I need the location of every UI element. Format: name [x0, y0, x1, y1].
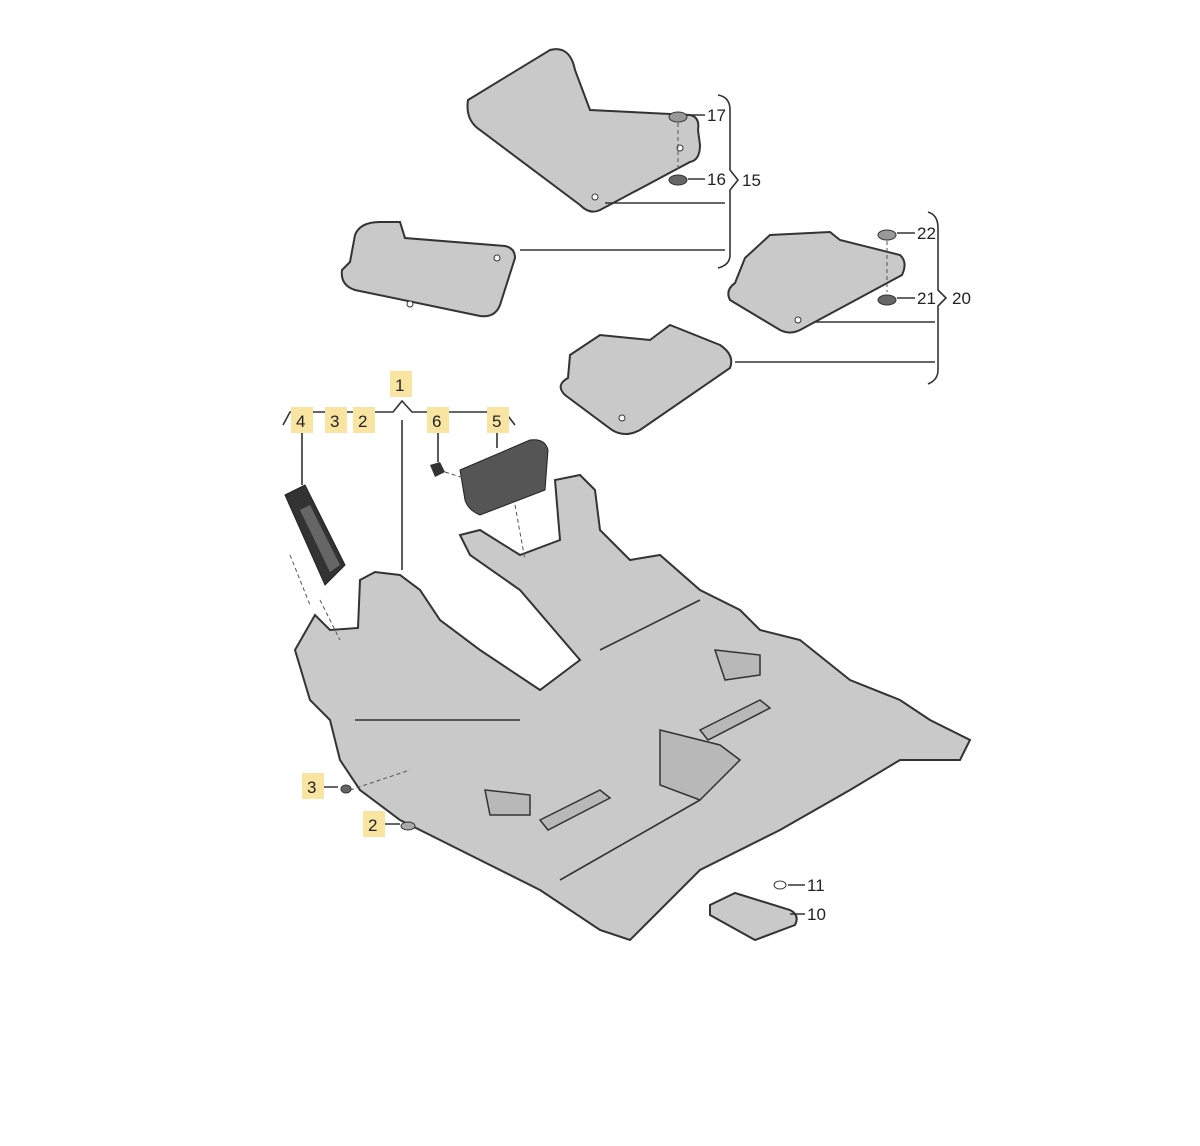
callout-6[interactable]: 6 [427, 407, 449, 433]
callout-17[interactable]: 17 [707, 106, 726, 125]
callout-4[interactable]: 4 [291, 407, 313, 433]
clip-22 [877, 229, 915, 241]
clip-17 [668, 111, 705, 123]
callout-2[interactable]: 2 [353, 407, 375, 433]
part-10-cover[interactable] [709, 891, 798, 942]
rear-mat-left[interactable] [727, 230, 906, 334]
callout-11[interactable]: 11 [807, 876, 825, 895]
callout-21[interactable]: 21 [917, 289, 936, 308]
callout-16[interactable]: 16 [707, 170, 726, 189]
front-mat-passenger[interactable] [340, 221, 517, 318]
floor-carpet[interactable] [293, 473, 972, 942]
svg-text:3: 3 [307, 778, 316, 797]
callout-1[interactable]: 1 [390, 371, 412, 397]
part-11-clip [773, 880, 805, 915]
svg-text:6: 6 [432, 412, 441, 431]
clip-21 [877, 294, 915, 306]
clip-16 [668, 174, 705, 186]
svg-text:1: 1 [395, 376, 404, 395]
callout-15[interactable]: 15 [742, 171, 761, 190]
svg-text:4: 4 [296, 412, 305, 431]
svg-text:2: 2 [368, 816, 377, 835]
callout-10[interactable]: 10 [807, 905, 826, 924]
callout-5[interactable]: 5 [487, 407, 509, 433]
part-5-insulation[interactable] [459, 439, 549, 516]
callout-2-bottom[interactable]: 2 [363, 811, 385, 837]
svg-text:3: 3 [330, 412, 339, 431]
callout-20[interactable]: 20 [952, 289, 971, 308]
rear-mat-right[interactable] [559, 323, 733, 435]
front-mat-driver[interactable] [466, 48, 702, 213]
part-6-clip [430, 462, 445, 477]
callout-22[interactable]: 22 [917, 224, 936, 243]
svg-text:5: 5 [492, 412, 501, 431]
callout-3[interactable]: 3 [325, 407, 347, 433]
callout-3-bottom[interactable]: 3 [302, 773, 324, 799]
svg-text:2: 2 [358, 412, 367, 431]
part-4-trim[interactable] [284, 484, 346, 586]
